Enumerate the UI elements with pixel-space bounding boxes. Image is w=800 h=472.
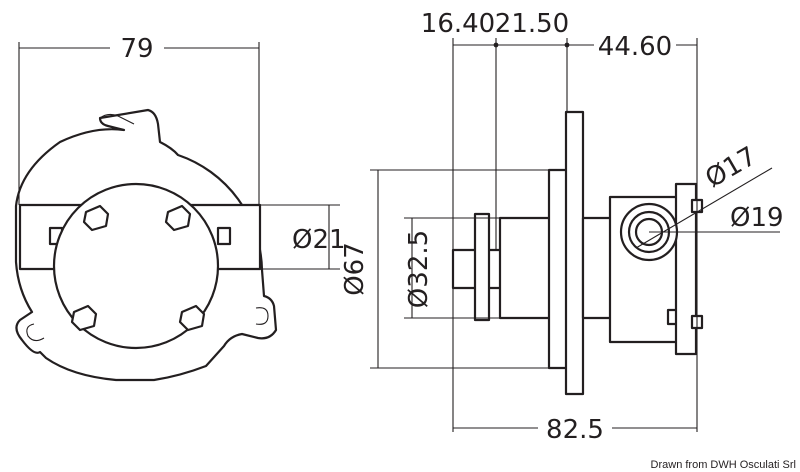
right-stub	[216, 226, 232, 246]
rear-cover-plate	[674, 182, 698, 356]
hub	[498, 216, 553, 320]
bolt-bottom-left	[70, 304, 98, 332]
bolt-top-left	[82, 204, 110, 232]
front-flange	[547, 168, 569, 370]
flange-diameter-label: Ø67	[340, 242, 370, 296]
flange-offset-label: 21.50	[495, 9, 569, 39]
drawing-credit: Drawn from DWH Osculati Srl	[651, 459, 796, 471]
port-offset-label: 44.60	[598, 32, 672, 62]
dim-dot-2	[564, 42, 570, 48]
left-lug-slot	[26, 323, 45, 342]
body-neck	[581, 216, 613, 320]
bolt-top-right	[164, 204, 192, 232]
port-inner-diameter-label: Ø19	[730, 203, 784, 233]
port-offset-bg	[594, 34, 676, 56]
front-width-label: 79	[120, 34, 153, 64]
bolt-bottom-right	[178, 304, 206, 332]
shaft-offset-label: 16.40	[421, 9, 495, 39]
port-outer-diameter-label: Ø17	[701, 141, 762, 194]
top-hook	[99, 113, 135, 125]
hub-diameter-label: Ø32.5	[404, 230, 434, 308]
dim-dot-1	[493, 42, 499, 48]
cross-pin	[473, 212, 491, 322]
side-view: 16.40 21.50 44.60 Ø17 Ø19 Ø67 Ø32.5 82.5	[340, 9, 784, 445]
side-mounting-plate	[564, 110, 585, 396]
bolt-circle-label: Ø21	[292, 225, 346, 255]
port-outer-leader	[635, 167, 773, 249]
cover-bolts	[70, 204, 206, 332]
overall-length-label: 82.5	[546, 415, 604, 445]
right-lug-slot	[255, 307, 269, 325]
front-view: 79 Ø21	[14, 34, 346, 382]
